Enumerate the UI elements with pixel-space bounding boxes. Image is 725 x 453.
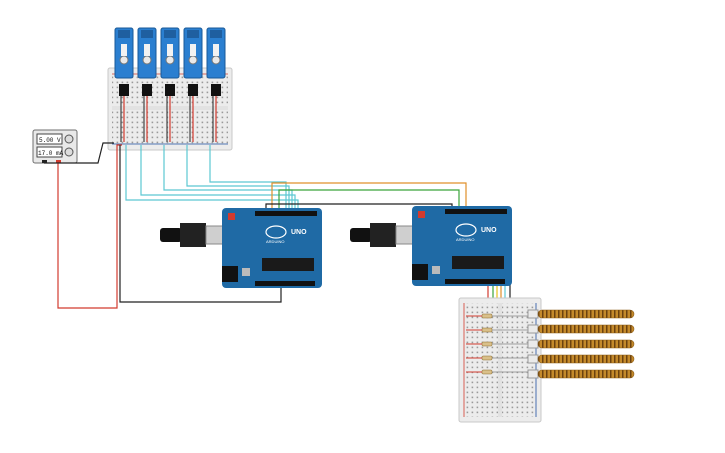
breadboard-bottom[interactable] <box>458 297 542 423</box>
servo-motor[interactable] <box>183 27 203 79</box>
servo-motor[interactable] <box>137 27 157 79</box>
power-supply[interactable]: 5.00 V 17.0 mA <box>32 129 78 164</box>
servo-motor[interactable] <box>206 27 226 79</box>
arduino-uno-right[interactable]: UNO ARDUINO <box>350 206 512 286</box>
arduino-label: ARDUINO <box>456 237 474 242</box>
transistor[interactable] <box>165 84 175 96</box>
power-jack[interactable] <box>222 266 238 282</box>
uno-label: UNO <box>481 227 497 234</box>
flex-sensor[interactable] <box>527 309 635 319</box>
reset-button[interactable] <box>228 213 235 220</box>
flex-sensor[interactable] <box>527 339 635 349</box>
resistor[interactable] <box>481 341 493 347</box>
transistor[interactable] <box>142 84 152 96</box>
resistor[interactable] <box>481 327 493 333</box>
negative-terminal[interactable] <box>42 160 47 163</box>
arduino-label: ARDUINO <box>266 239 284 244</box>
servo-motor[interactable] <box>160 27 180 79</box>
current-readout: 17.0 mA <box>38 150 64 157</box>
voltage-readout: 5.00 V <box>39 137 61 144</box>
flex-sensor[interactable] <box>527 369 635 379</box>
resistor[interactable] <box>481 369 493 375</box>
servo-motor[interactable] <box>114 27 134 79</box>
transistor[interactable] <box>188 84 198 96</box>
power-jack[interactable] <box>412 264 428 280</box>
current-knob[interactable] <box>64 147 74 157</box>
arduino-uno-left[interactable]: UNO ARDUINO <box>160 208 322 288</box>
positive-terminal[interactable] <box>56 160 61 163</box>
uno-label: UNO <box>291 229 307 236</box>
usb-cable[interactable] <box>160 228 182 242</box>
transistor[interactable] <box>211 84 221 96</box>
flex-sensor[interactable] <box>527 324 635 334</box>
resistor[interactable] <box>481 355 493 361</box>
flex-sensor[interactable] <box>527 354 635 364</box>
reset-button[interactable] <box>418 211 425 218</box>
transistor[interactable] <box>119 84 129 96</box>
usb-cable[interactable] <box>350 228 372 242</box>
resistor[interactable] <box>481 313 493 319</box>
voltage-knob[interactable] <box>64 134 74 144</box>
